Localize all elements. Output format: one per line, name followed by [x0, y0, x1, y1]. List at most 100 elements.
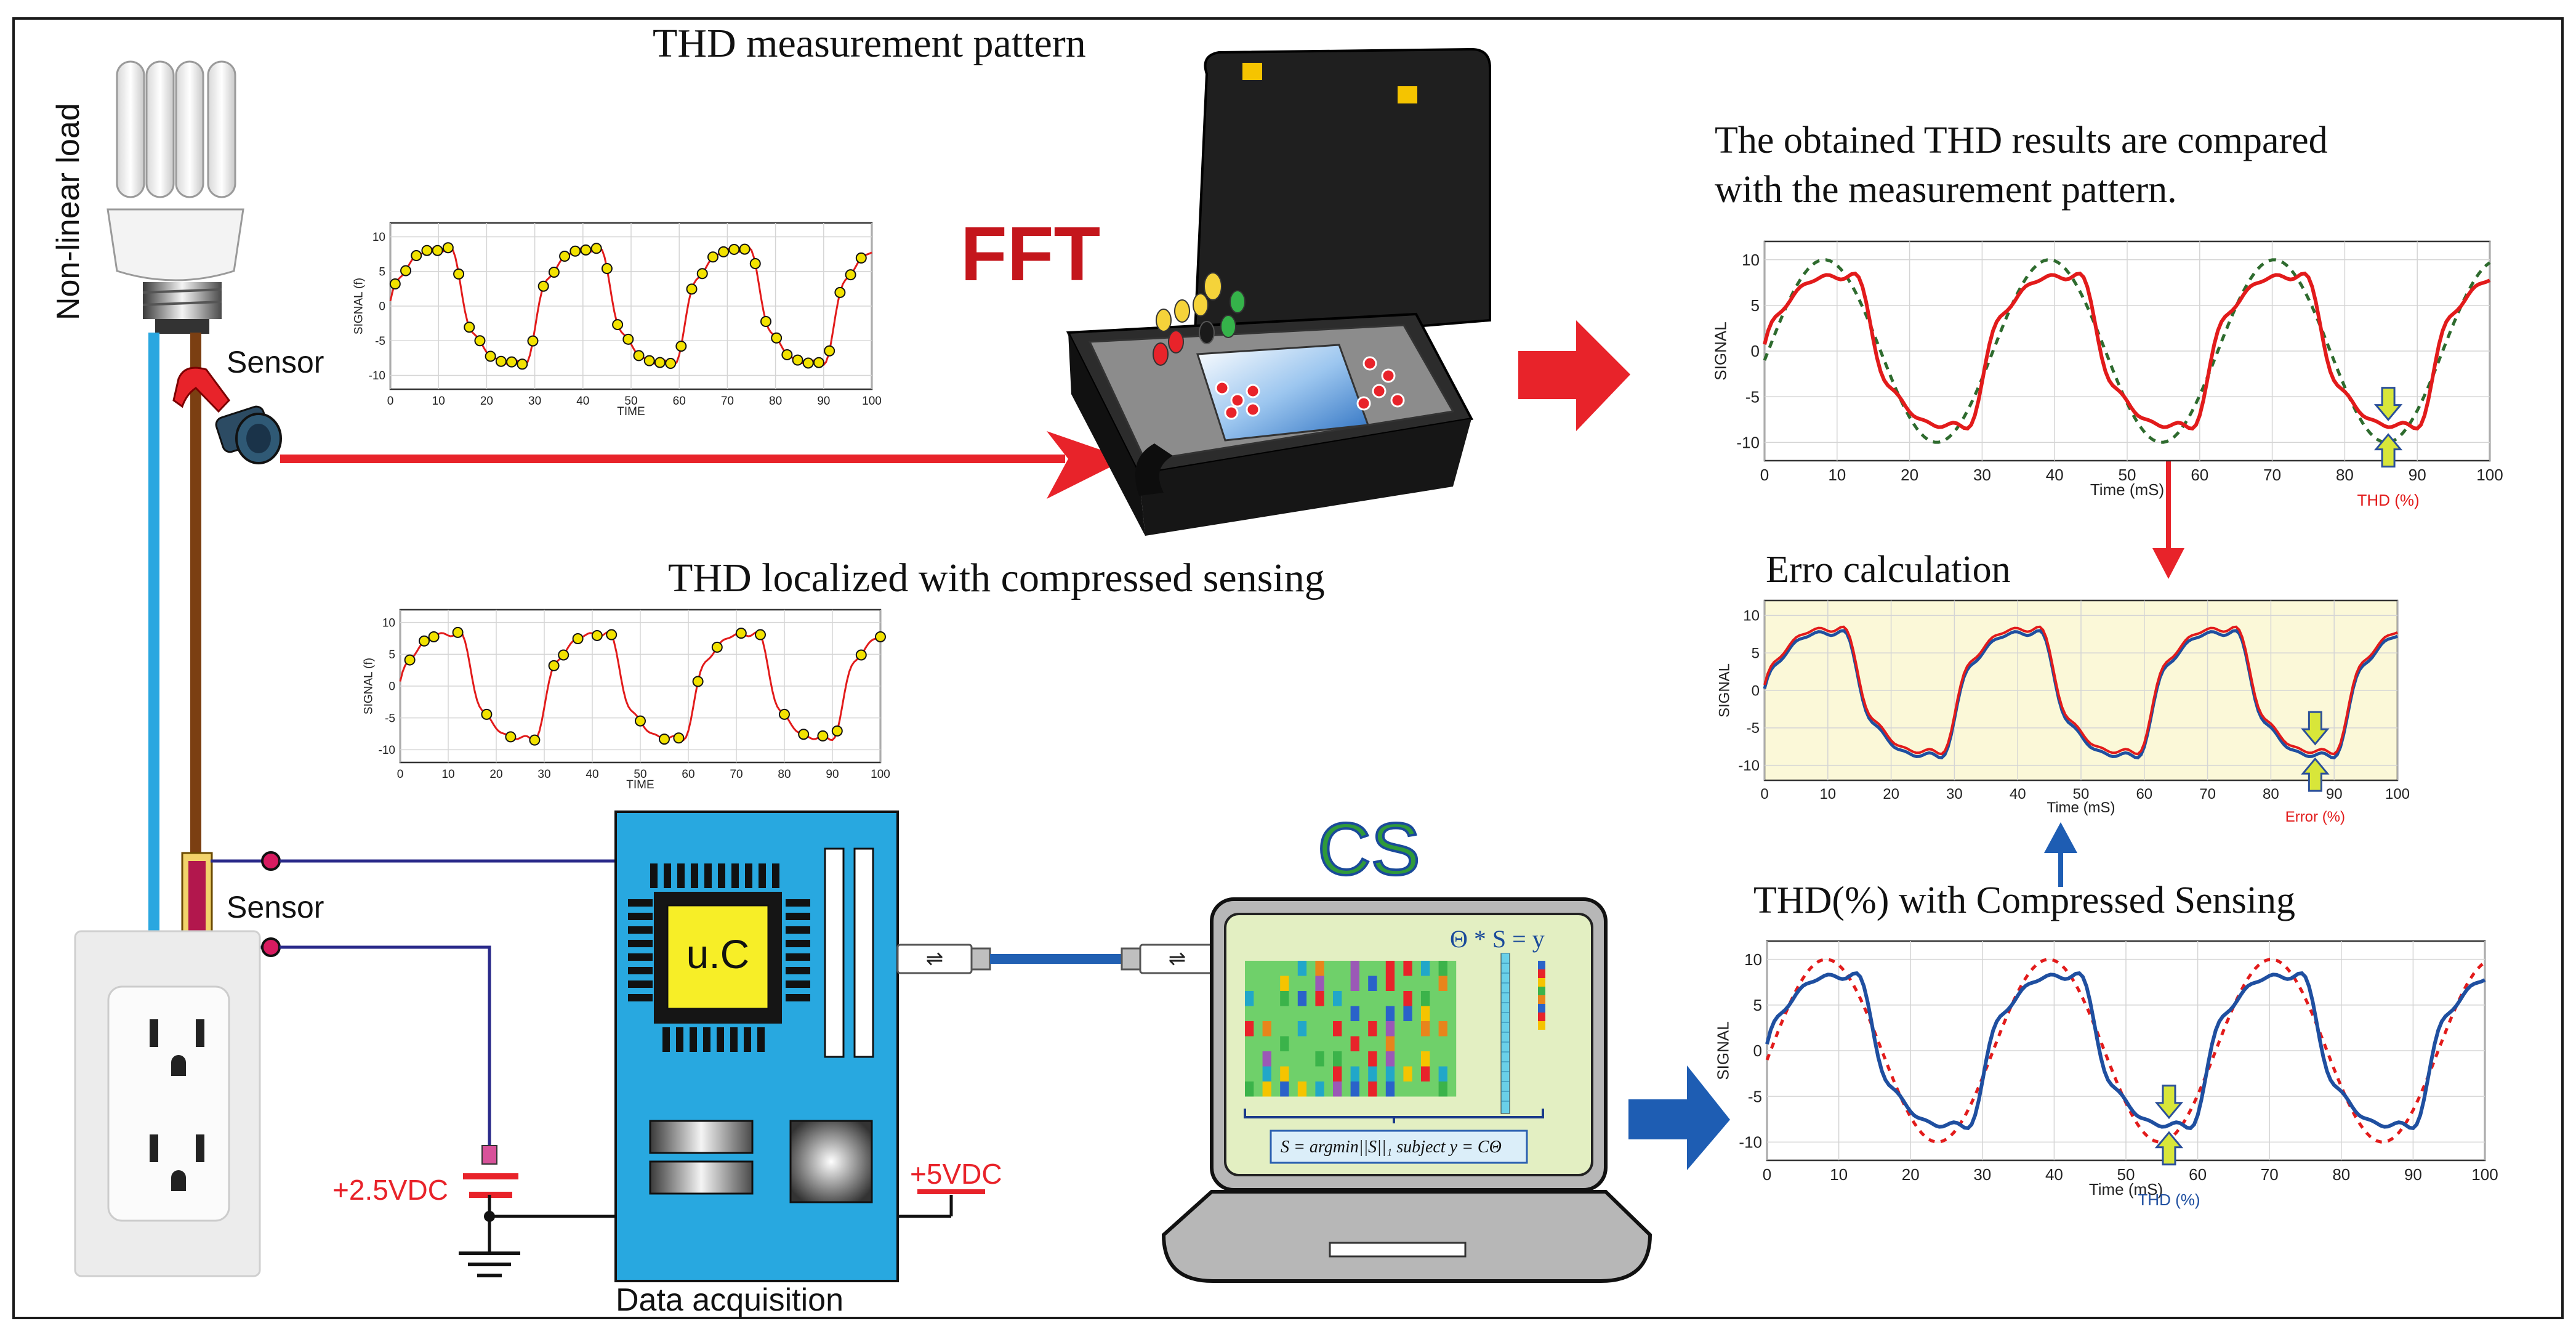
sample-point	[711, 641, 723, 653]
arrow-up-icon	[2373, 433, 2403, 468]
y-tick-label: 0	[388, 681, 395, 693]
matrix-cell	[1385, 1021, 1395, 1037]
y-axis-label: SIGNAL	[1716, 663, 1733, 718]
sensor-top-label: Sensor	[227, 345, 324, 379]
matrix-cell	[1350, 961, 1359, 976]
sensor-bottom-label: Sensor	[227, 890, 324, 924]
x-tick-label: 0	[397, 768, 404, 781]
matrix-cell	[1385, 1066, 1395, 1081]
sample-point	[442, 242, 454, 254]
matrix-cell	[1403, 1066, 1412, 1081]
sample-point	[419, 635, 430, 647]
arrow-up-icon	[2301, 757, 2330, 792]
x-tick-label: 80	[2336, 466, 2354, 484]
matrix-cell	[1368, 1051, 1377, 1067]
thd-localized-cs-title: THD localized with compressed sensing	[668, 556, 1325, 600]
x-tick-label: 90	[817, 395, 830, 408]
series-cs-reconstructed	[1765, 971, 2486, 1130]
compare-text-line2: with the measurement pattern.	[1715, 169, 2177, 211]
matrix-cell	[1421, 961, 1430, 976]
y-tick-label: -5	[1747, 720, 1760, 737]
sample-point	[529, 734, 541, 746]
y-tick-label: 5	[1751, 296, 1760, 315]
sample-point	[834, 286, 846, 298]
y-tick-label: -10	[369, 370, 385, 382]
fft-analyzer-device	[1066, 47, 1491, 536]
y-tick-label: -5	[375, 335, 385, 348]
arrow-to-fft	[1047, 431, 1127, 499]
sample-point	[404, 654, 416, 666]
matrix-cell	[1333, 1066, 1342, 1081]
x-tick-label: 40	[586, 768, 598, 781]
sample-point	[495, 355, 507, 367]
matrix-cell	[1385, 1006, 1395, 1021]
x-tick-label: 0	[387, 395, 394, 408]
y-tick-label: -10	[1739, 1133, 1762, 1151]
fft-label: FFT	[960, 212, 1100, 297]
matrix-cell	[1421, 991, 1430, 1006]
matrix-cell	[1280, 991, 1289, 1006]
sample-point	[824, 345, 835, 357]
matrix-cell	[1421, 1006, 1430, 1021]
y-tick-label: -5	[1745, 387, 1760, 406]
sample-point	[760, 315, 771, 327]
compare-text-line1: The obtained THD results are compared	[1715, 119, 2328, 161]
vector-y-cell	[1538, 995, 1545, 1004]
x-tick-label: 60	[682, 768, 694, 781]
matrix-cell	[1385, 976, 1395, 991]
sample-point	[572, 633, 584, 644]
matrix-cell	[1350, 1066, 1359, 1081]
matrix-cell	[1280, 1081, 1289, 1097]
matrix-cell	[1297, 1081, 1307, 1097]
sample-point	[481, 708, 493, 720]
arrow-laptop-to-results	[1628, 1065, 1730, 1170]
x-tick-label: 80	[2263, 786, 2279, 802]
matrix-cell	[1438, 1066, 1447, 1081]
sense-terminal-1	[261, 851, 281, 871]
matrix-cell	[1315, 991, 1324, 1006]
sample-point	[635, 715, 646, 727]
sample-point	[792, 354, 803, 366]
y-tick-label: 10	[382, 616, 395, 629]
annotation-label: THD (%)	[2138, 1190, 2200, 1209]
x-tick-label: 50	[624, 395, 637, 408]
x-tick-label: 40	[576, 395, 589, 408]
sample-point	[421, 245, 433, 256]
x-tick-label: 80	[2332, 1165, 2350, 1184]
x-tick-label: 30	[537, 768, 550, 781]
sample-point	[707, 251, 718, 263]
ground-node	[484, 1211, 495, 1222]
sample-point	[659, 734, 670, 745]
sample-point	[400, 265, 412, 277]
vector-y-cell	[1538, 1004, 1545, 1013]
y-tick-label: 0	[379, 301, 385, 313]
data-acquisition-label: Data acquisition	[616, 1282, 843, 1318]
sense-terminal-2	[261, 937, 281, 957]
x-axis-label: Time (mS)	[2090, 480, 2164, 499]
y-axis-label: SIGNAL	[1714, 1021, 1733, 1080]
x-tick-label: 20	[1883, 786, 1899, 802]
y-tick-label: 10	[372, 231, 385, 244]
y-tick-label: -10	[1738, 758, 1760, 774]
x-tick-label: 0	[1760, 786, 1768, 802]
sample-point	[665, 358, 677, 370]
sample-point	[570, 245, 581, 257]
sample-point	[474, 335, 486, 347]
sample-point	[537, 280, 549, 292]
x-tick-label: 90	[2404, 1165, 2422, 1184]
annotation-label: THD (%)	[2357, 491, 2420, 509]
y-axis-label: SIGNAL	[1712, 321, 1730, 380]
matrix-cell	[1403, 991, 1412, 1006]
sample-point	[558, 649, 570, 661]
sample-point	[686, 283, 698, 295]
thd-measurement-pattern-title: THD measurement pattern	[653, 21, 1086, 66]
sample-point	[612, 319, 624, 331]
matrix-cell	[1315, 976, 1324, 991]
sample-point	[781, 349, 793, 360]
sample-point	[389, 278, 401, 289]
x-axis-label: Time (mS)	[2089, 1180, 2163, 1199]
sample-point	[755, 629, 766, 641]
